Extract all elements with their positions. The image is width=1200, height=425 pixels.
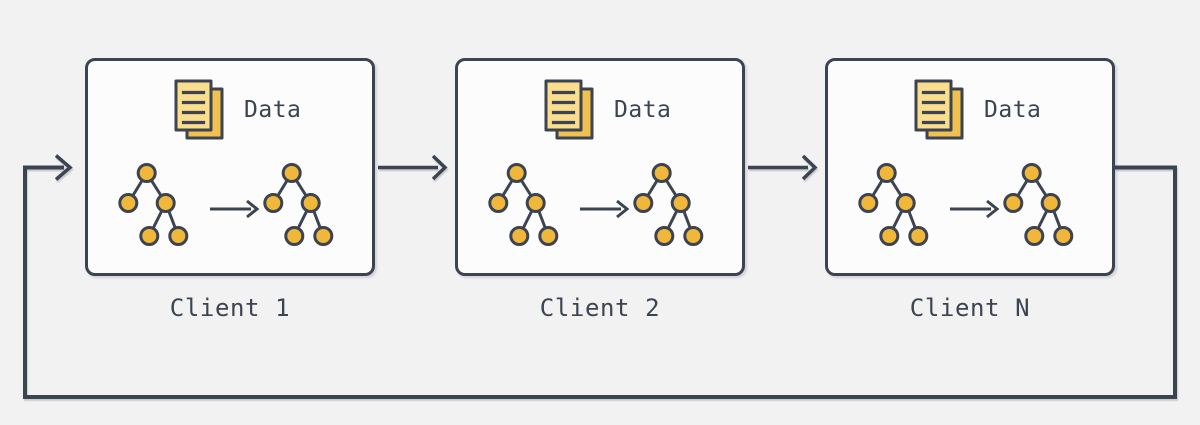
box-art <box>825 79 1115 276</box>
documents-icon <box>914 79 964 140</box>
box-art <box>85 79 375 276</box>
client-box-n: Data <box>825 58 1115 276</box>
box-art <box>455 79 745 276</box>
arrow-right-icon <box>748 154 818 181</box>
data-label: Data <box>984 97 1042 123</box>
data-label: Data <box>244 97 302 123</box>
client-box-1: Data <box>85 58 375 276</box>
client-n-label: Client N <box>909 294 1031 322</box>
data-label: Data <box>614 97 672 123</box>
cycle-loop-arrow <box>23 154 1177 399</box>
documents-icon <box>174 79 224 140</box>
documents-icon <box>544 79 594 140</box>
client-box-2: Data <box>455 58 745 276</box>
client-1-label: Client 1 <box>169 294 291 322</box>
client-2-label: Client 2 <box>539 294 661 322</box>
tree-transform-icon <box>120 165 332 245</box>
tree-transform-icon <box>490 165 702 245</box>
arrow-right-icon <box>378 154 448 181</box>
tree-transform-icon <box>860 165 1072 245</box>
